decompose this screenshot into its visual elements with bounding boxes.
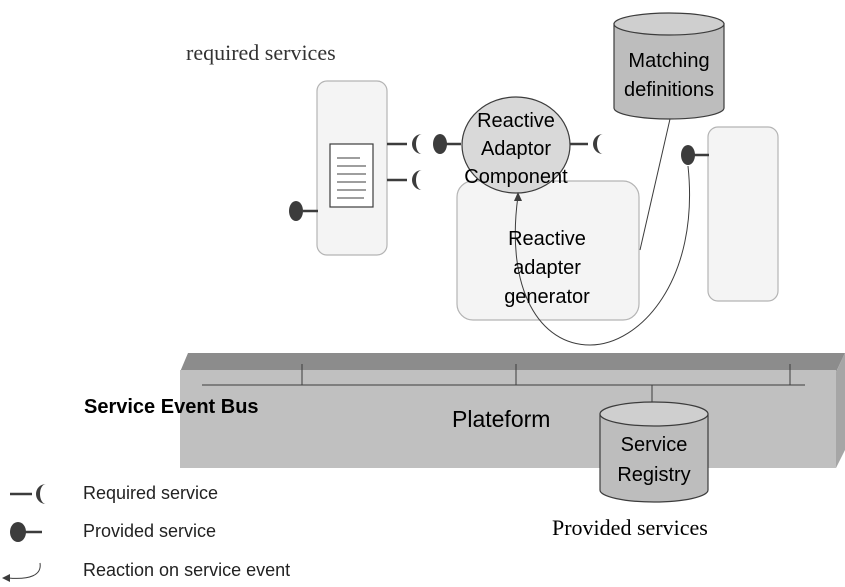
- generator-line-1: Reactive: [508, 228, 586, 250]
- matching-definitions-line-1: Matching: [628, 50, 710, 72]
- provided-service-adaptor-icon: [433, 134, 461, 154]
- reactive-adaptor-line-3: Component: [464, 166, 568, 188]
- platform-top-face: [180, 353, 845, 372]
- required-service-socket-2: [387, 170, 422, 190]
- required-services-label: required services: [186, 40, 336, 65]
- right-component-box: [707, 126, 779, 302]
- legend-provided-label: Provided service: [83, 521, 217, 541]
- reactive-adapter-generator-label: Reactive adapter generator: [477, 225, 617, 312]
- required-service-socket-1: [387, 134, 422, 154]
- matching-definitions-cylinder: [613, 12, 725, 120]
- generator-line-2: adapter: [513, 257, 581, 279]
- provided-service-left-icon: [289, 201, 318, 221]
- legend-reaction-label: Reaction on service event: [83, 560, 291, 580]
- required-service-adaptor-socket: [570, 134, 603, 154]
- generator-line-3: generator: [504, 286, 590, 308]
- platform-side-face: [836, 353, 845, 468]
- reactive-adaptor-component-label: Reactive Adaptor Component: [446, 107, 586, 191]
- matching-definitions-line-2: definitions: [623, 79, 715, 101]
- reactive-adaptor-line-1: Reactive: [477, 110, 555, 132]
- service-registry-cylinder: [599, 401, 709, 503]
- service-registry-line-1: Service: [620, 434, 688, 456]
- legend-required-icon: [10, 484, 46, 504]
- document-icon: [329, 143, 374, 208]
- legend-required-label: Required service: [83, 483, 219, 503]
- matching-definitions-label: Matching definitions: [614, 47, 724, 105]
- reactive-adaptor-line-2: Adaptor: [480, 138, 552, 160]
- provided-service-right-icon: [681, 145, 709, 165]
- service-registry-label: Service Registry: [600, 430, 708, 490]
- legend-provided-icon: [10, 522, 42, 542]
- service-registry-line-2: Registry: [617, 464, 691, 486]
- matching-link-line: [639, 118, 671, 251]
- reaction-curve-arrow: [514, 165, 690, 346]
- legend-reaction-icon: [2, 562, 41, 582]
- provided-services-label: Provided services: [552, 515, 708, 540]
- service-event-bus-label: Service Event Bus: [84, 396, 259, 418]
- plateform-label: Plateform: [452, 406, 551, 432]
- platform-slab: [180, 370, 836, 468]
